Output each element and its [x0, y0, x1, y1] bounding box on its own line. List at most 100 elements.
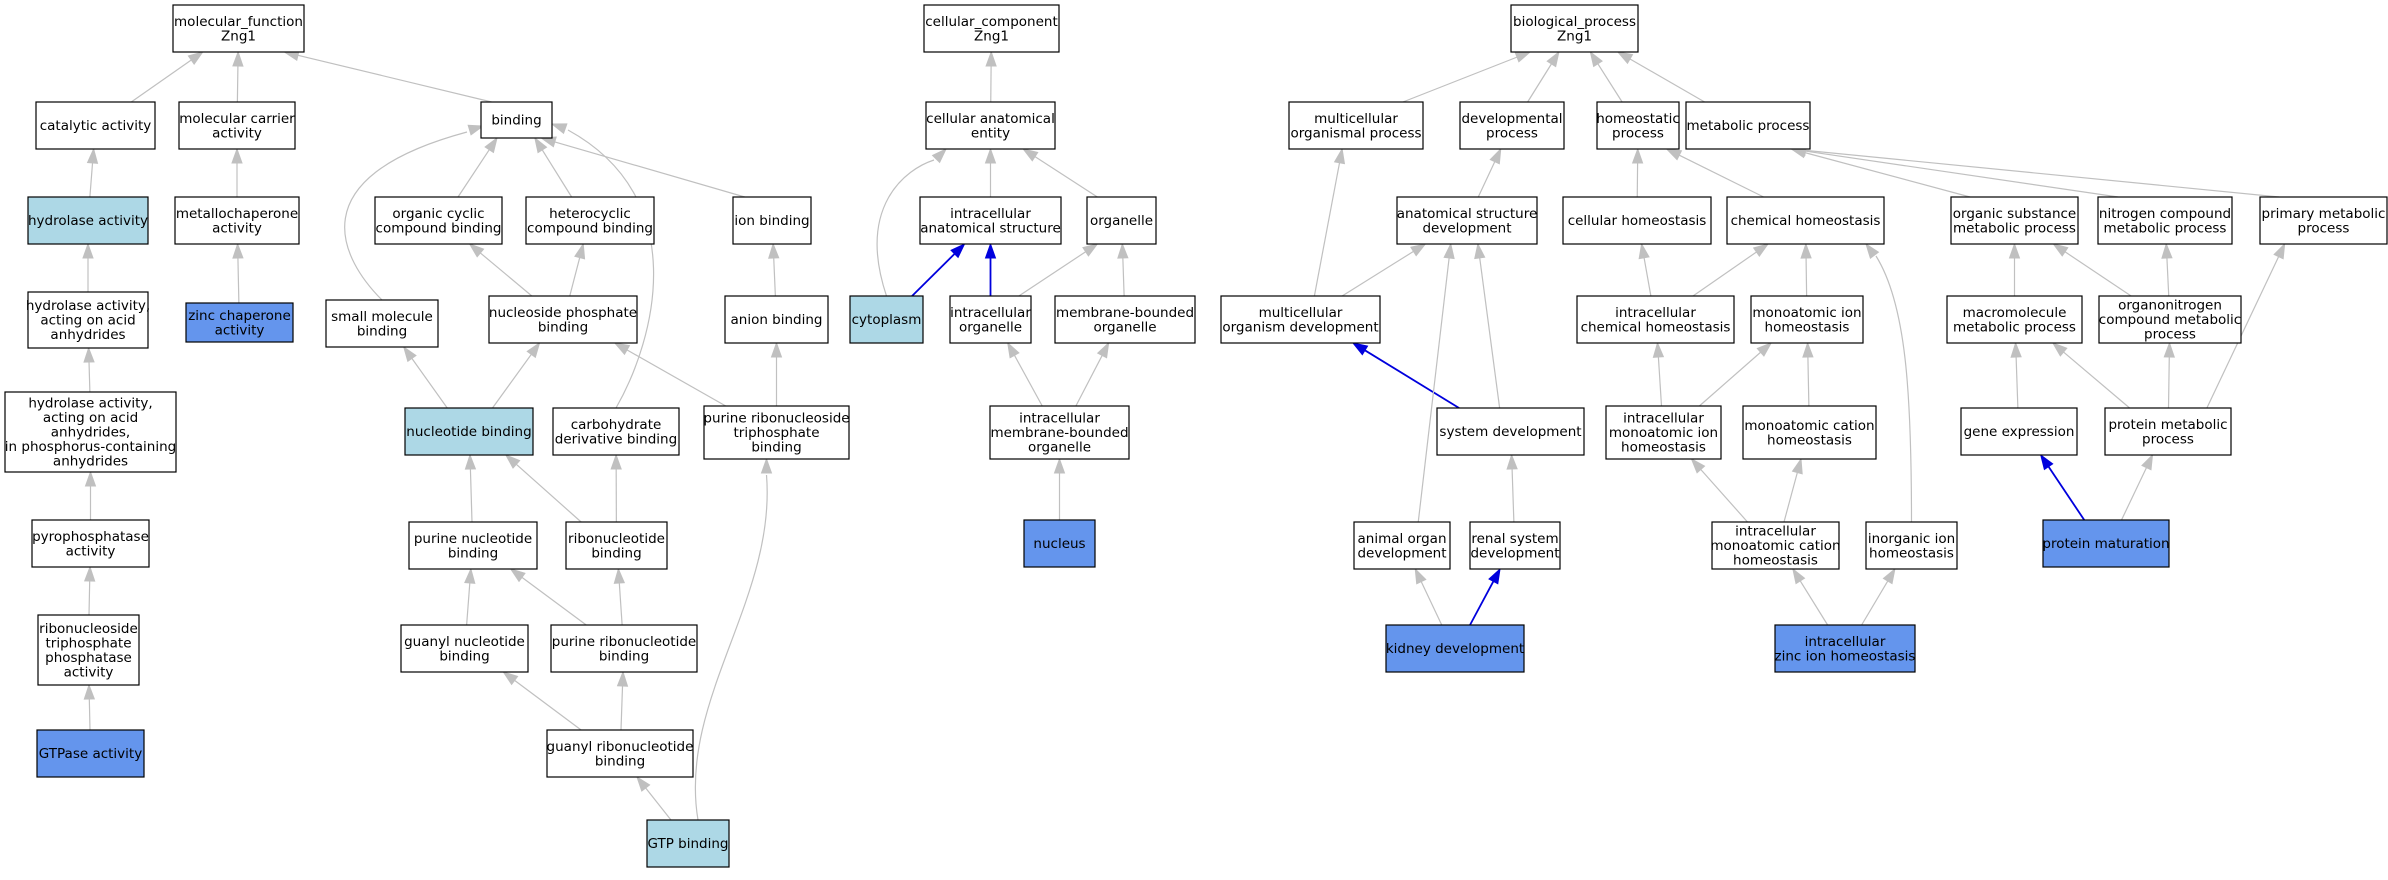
term-label: macromolecule: [1963, 305, 2067, 321]
edge-metabolic_proc-to-bp_root: [1616, 51, 1705, 103]
term-node-kidney-dev: kidney development: [1385, 624, 1525, 673]
term-label: metabolic process: [1687, 118, 1810, 134]
term-label: binding: [439, 648, 489, 664]
term-node-hydrolase-acid: hydrolase activity,acting on acidanhydri…: [26, 291, 150, 349]
term-label: hydrolase activity,: [28, 396, 152, 412]
edge-binding-to-mf_root: [282, 49, 492, 103]
term-box: [849, 295, 924, 344]
term-label: developmental: [1461, 111, 1562, 127]
edge-macromolecule_met-to-organic_subst_met: [2008, 242, 2021, 296]
term-label: carbohydrate: [571, 417, 662, 433]
edge-nucleotide_binding-to-small_molecule: [402, 345, 448, 409]
term-label: activity: [64, 664, 114, 680]
edge-purine_ribonucleotide-to-ribonucleotide: [613, 567, 626, 626]
edge-multicell_org_dev-to-anat_struct_dev: [1341, 243, 1427, 297]
term-label: process: [1486, 125, 1538, 141]
edge-mol_carrier-to-mf_root: [232, 50, 244, 103]
term-label: anatomical structure: [1397, 206, 1538, 222]
edge-ribonucleotide-to-carbohydrate_deriv: [610, 453, 622, 523]
edge-protein_met-to-primary_met: [2206, 242, 2286, 409]
term-box: [400, 624, 529, 673]
edge-organonitrogen_met-to-nitrogen_met: [2161, 242, 2173, 297]
term-label: binding: [751, 440, 801, 456]
term-label: GTP binding: [648, 836, 729, 852]
term-label: membrane-bounded: [990, 425, 1128, 441]
term-label: purine ribonucleotide: [552, 634, 696, 650]
term-box: [923, 4, 1060, 53]
edge-purine_ribonucleoside_tp-to-nucleoside_phosphate: [613, 342, 727, 407]
term-node-system-dev: system development: [1436, 407, 1585, 456]
term-label: zinc chaperone: [188, 308, 291, 324]
term-label: binding: [448, 545, 498, 561]
term-label: activity: [66, 543, 116, 559]
edge-intracell_organelle-to-organelle: [1018, 243, 1099, 297]
term-label: heterocyclic: [549, 206, 631, 222]
term-label: protein metabolic: [2108, 417, 2227, 433]
term-label: small molecule: [331, 309, 433, 325]
term-box: [37, 614, 140, 686]
term-label: ion binding: [734, 213, 809, 229]
term-box: [2104, 407, 2232, 456]
term-label: Zng1: [974, 28, 1009, 44]
edge-intracell_membrane_org-to-intracell_organelle: [1007, 341, 1043, 407]
term-label: anhydrides: [53, 454, 128, 470]
term-label: organelle: [1028, 440, 1091, 456]
term-label: cellular_component: [925, 14, 1057, 30]
term-label: intracellular: [1615, 305, 1696, 321]
term-label: intracellular: [950, 305, 1031, 321]
term-box: [1750, 295, 1864, 344]
term-box: [1353, 521, 1451, 570]
term-box: [178, 101, 296, 150]
term-label: anatomical structure: [920, 220, 1061, 236]
edge-primary_met-to-metabolic_proc: [1789, 144, 2280, 198]
edge-anion_binding-to-ion_binding: [768, 242, 780, 297]
edge-intracell_monoatomic_ion-to-intracell_chem_home: [1652, 341, 1665, 407]
edge-gtpase-to-ribonucleoside_tp_phos: [83, 683, 96, 731]
term-box: [1605, 405, 1722, 460]
term-label: triphosphate: [733, 425, 819, 441]
term-label: kidney development: [1386, 641, 1524, 657]
term-label: organic cyclic: [392, 206, 484, 222]
term-node-gtpase: GTPase activity: [36, 729, 145, 778]
term-box: [1385, 624, 1525, 673]
term-label: intracellular: [950, 206, 1031, 222]
edge-kidney_dev-to-renal_system_dev: [1469, 567, 1501, 626]
term-label: process: [2144, 327, 2196, 343]
edge-homeostatic_proc-to-bp_root: [1589, 50, 1623, 103]
edge-gtp_binding-to-purine_ribonucleoside_tp: [694, 457, 773, 821]
term-label: organism development: [1222, 319, 1378, 335]
term-box: [989, 405, 1130, 460]
term-label: multicellular: [1259, 305, 1343, 321]
term-box: [925, 101, 1056, 150]
edge-guanyl_ribonucleotide-to-purine_ribonucleotide: [616, 670, 629, 731]
term-label: metallochaperone: [176, 206, 298, 222]
edge-monoatomic_cation_home-to-monoatomic_ion_home: [1802, 341, 1814, 407]
term-node-gene-expression: gene expression: [1960, 407, 2078, 456]
term-label: development: [1357, 545, 1446, 561]
term-label: process: [1612, 125, 1664, 141]
edge-nucleoside_phosphate-to-organic_cyclic: [468, 243, 533, 297]
term-label: entity: [971, 125, 1010, 141]
edge-protein_met-to-organonitrogen_met: [2163, 341, 2175, 409]
term-label: compound binding: [376, 220, 502, 236]
term-box: [1396, 196, 1538, 245]
edge-intracell_monoatomic_ion-to-monoatomic_ion_home: [1698, 342, 1773, 407]
